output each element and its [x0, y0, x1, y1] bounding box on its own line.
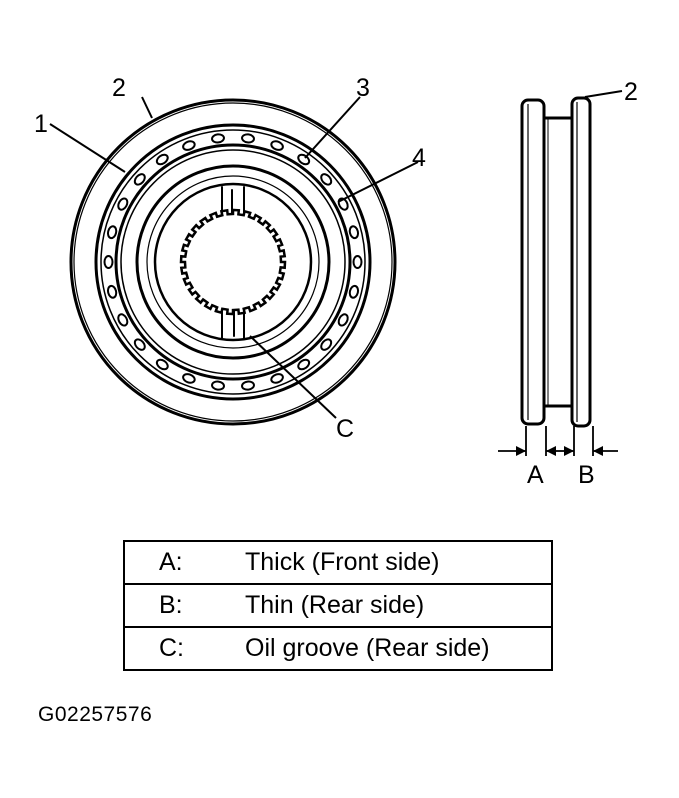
oil-groove: [221, 186, 245, 339]
bearing-inner-race: [114, 143, 352, 381]
dimension-a-label: A: [527, 461, 544, 489]
legend-row: C: Oil groove (Rear side): [124, 626, 552, 671]
dimension-b-label: B: [578, 461, 595, 489]
rear-flange: [570, 96, 592, 428]
legend-table: A: Thick (Front side) B: Thin (Rear side…: [123, 540, 553, 671]
bearing-ball: [348, 284, 360, 299]
bearing-ball: [297, 358, 311, 371]
bearing-ball: [348, 225, 360, 240]
callout-1: 1: [34, 110, 48, 138]
front-flange: [520, 98, 546, 426]
bearing-ball: [320, 173, 333, 186]
legend-key: B:: [124, 583, 245, 628]
bearing-ball: [106, 225, 118, 240]
dimension-lines: [498, 426, 618, 456]
splined-bore: [179, 208, 287, 316]
bearing-ball: [133, 338, 146, 351]
bearing-ball: [117, 197, 129, 211]
legend-description: Thick (Front side): [245, 540, 552, 585]
bearing-ball: [337, 313, 349, 327]
bearing-ball: [211, 380, 225, 391]
bearing-ball: [241, 380, 255, 391]
bearing-ball: [155, 358, 169, 371]
callout-3: 3: [356, 74, 370, 102]
callout-c: C: [336, 415, 354, 443]
bearing-ball: [182, 373, 196, 384]
legend-row: B: Thin (Rear side): [124, 583, 552, 628]
bearing-ball: [133, 173, 146, 186]
bearing-ball: [155, 153, 169, 166]
side-view: [520, 90, 623, 428]
hub-ring: [135, 164, 331, 360]
bearing-ball: [211, 133, 225, 144]
figure-id: G02257576: [38, 703, 153, 726]
callout-2: 2: [112, 74, 126, 102]
leader-lines: [49, 96, 419, 419]
bearing-ball: [241, 133, 255, 144]
bearing-ball: [270, 373, 284, 384]
legend-description: Oil groove (Rear side): [245, 626, 552, 671]
bearing-ball: [320, 338, 333, 351]
bearing-outer-race: [94, 123, 372, 401]
callout-4: 4: [412, 144, 426, 172]
bearing-ball: [117, 313, 129, 327]
bearing-ball: [106, 284, 118, 299]
callout-2-side: 2: [624, 78, 638, 106]
legend-description: Thin (Rear side): [245, 583, 552, 628]
front-view: [69, 98, 397, 426]
outer-ring: [69, 98, 397, 426]
bearing-ball: [270, 140, 284, 151]
bearing-ball: [103, 255, 114, 269]
bearing-balls: [103, 133, 363, 391]
legend-key: C:: [124, 626, 245, 671]
legend-row: A: Thick (Front side): [124, 540, 552, 585]
bearing-ball: [352, 255, 363, 269]
legend-key: A:: [124, 540, 245, 585]
bearing-ball: [182, 140, 196, 151]
